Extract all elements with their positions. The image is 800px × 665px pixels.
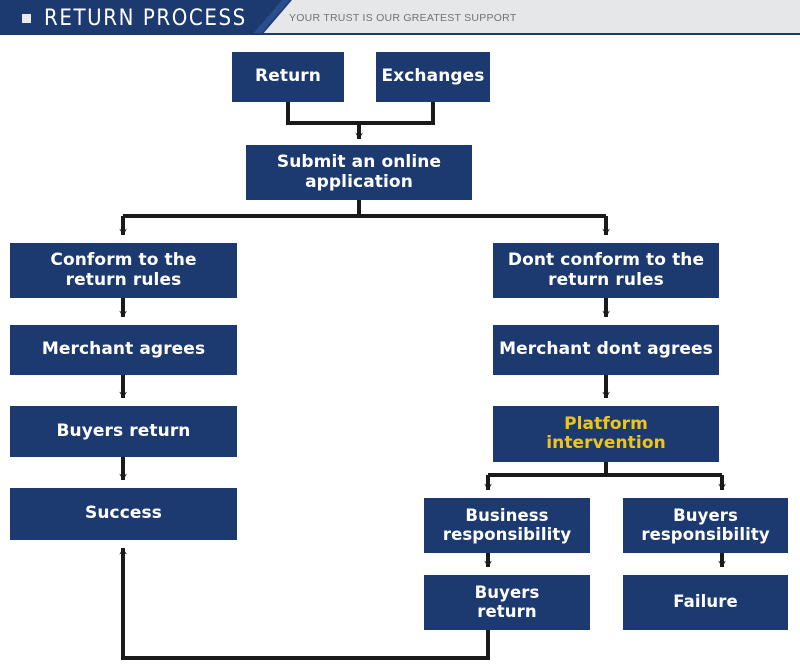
- header-underline: [0, 33, 800, 35]
- node-platform-intervention[interactable]: Platform intervention: [493, 406, 719, 462]
- flowchart-connectors: [119, 102, 727, 660]
- edge-feedback-loop: [119, 547, 490, 660]
- page-header: RETURN PROCESS YOUR TRUST IS OUR GREATES…: [0, 0, 800, 35]
- page-title: RETURN PROCESS: [44, 6, 247, 31]
- node-exchanges[interactable]: Exchanges: [376, 52, 490, 102]
- header-navy-banner: [0, 0, 292, 35]
- node-conform-to-return-rules[interactable]: Conform to the return rules: [10, 243, 237, 298]
- edge-exchanges-to-submit: [359, 102, 435, 125]
- node-buyers-responsibility[interactable]: Buyers responsibility: [623, 498, 788, 553]
- edge-return-to-submit: [286, 102, 359, 125]
- square-bullet-icon: [22, 14, 31, 23]
- node-return[interactable]: Return: [232, 52, 344, 102]
- node-buyers-return-left[interactable]: Buyers return: [10, 406, 237, 457]
- node-merchant-dont-agrees[interactable]: Merchant dont agrees: [493, 325, 719, 375]
- flowchart: Return Exchanges Submit an online applic…: [0, 35, 800, 665]
- node-business-responsibility[interactable]: Business responsibility: [424, 498, 590, 553]
- header-tagline: YOUR TRUST IS OUR GREATEST SUPPORT: [289, 12, 517, 24]
- node-success[interactable]: Success: [10, 488, 237, 540]
- node-submit-online-application[interactable]: Submit an online application: [246, 145, 472, 200]
- node-dont-conform-to-return-rules[interactable]: Dont conform to the return rules: [493, 243, 719, 298]
- node-merchant-agrees[interactable]: Merchant agrees: [10, 325, 237, 375]
- node-failure[interactable]: Failure: [623, 575, 788, 630]
- node-buyers-return-right[interactable]: Buyers return: [424, 575, 590, 630]
